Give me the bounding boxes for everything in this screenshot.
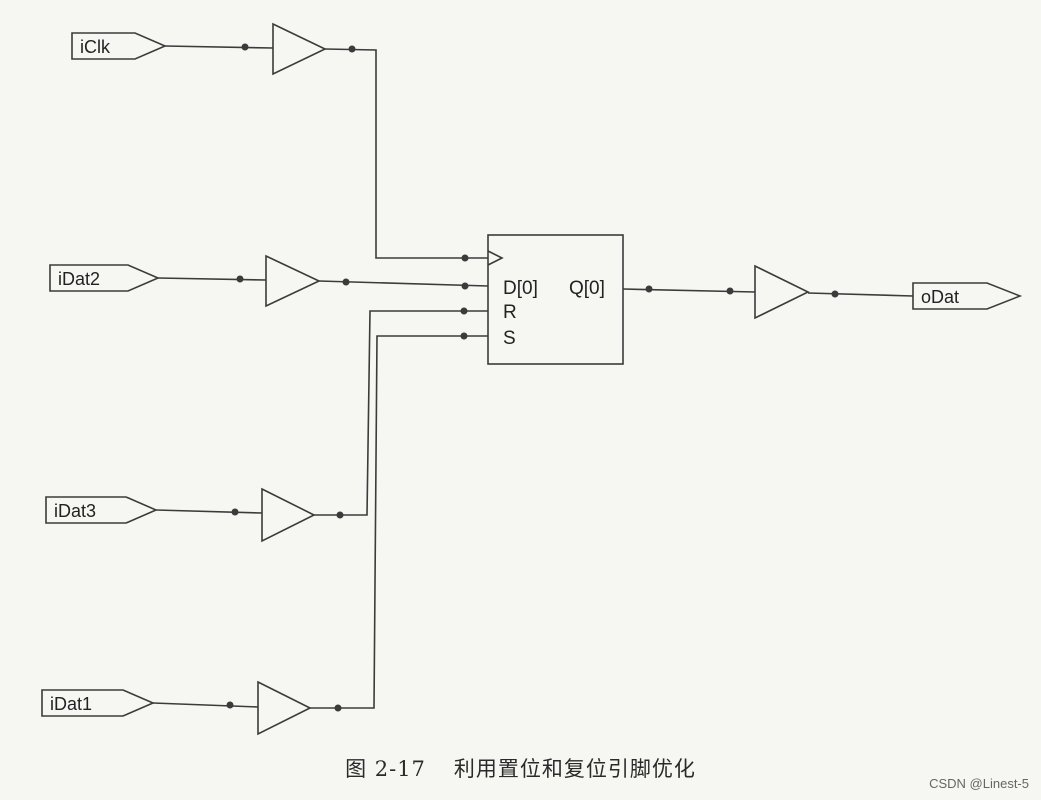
- wire: [807, 292, 914, 297]
- flip-flop-body: [487, 234, 624, 365]
- output-port-odat: [912, 282, 1023, 310]
- figure-caption: 图 2-17 利用置位和复位引脚优化: [0, 753, 1041, 783]
- junction-dot: [241, 43, 249, 51]
- figure-title: 利用置位和复位引脚优化: [453, 757, 696, 781]
- buffer-idat1: [257, 680, 312, 736]
- wire: [155, 509, 263, 514]
- schematic-diagram: iClk iDat2 iDat3 iDat1: [41, 22, 1023, 736]
- junction-dot: [831, 290, 839, 298]
- buffer-idat2: [265, 254, 321, 308]
- wire: [622, 288, 756, 293]
- pin-label-s: S: [503, 328, 516, 349]
- watermark: CSDN @Linest-5: [929, 776, 1029, 791]
- junction-dot: [460, 307, 468, 315]
- wire: [314, 310, 488, 516]
- junction-dot: [231, 508, 239, 516]
- input-port-iclk-label: iClk: [80, 37, 111, 57]
- buffer-iclk: [272, 22, 327, 76]
- buffer-odat: [754, 264, 810, 320]
- wire: [157, 277, 267, 281]
- input-port-idat3-label: iDat3: [54, 501, 96, 521]
- junction-dot: [342, 278, 350, 286]
- input-port-idat1: [41, 689, 156, 717]
- wire: [324, 48, 488, 259]
- input-port-idat1-label: iDat1: [50, 694, 92, 714]
- junction-dot: [461, 254, 469, 262]
- wire: [152, 702, 259, 708]
- junction-dot: [236, 275, 244, 283]
- pin-label-r: R: [503, 302, 517, 323]
- junction-dot: [645, 285, 653, 293]
- odat-chain: oDat: [622, 264, 1023, 320]
- figure-number: 图 2-17: [345, 757, 426, 781]
- wire: [164, 45, 274, 49]
- input-port-idat2-label: iDat2: [58, 269, 100, 289]
- flip-flop: D[0] Q[0] R S: [487, 234, 624, 365]
- junction-dot: [461, 282, 469, 290]
- pin-label-d: D[0]: [503, 278, 538, 299]
- idat2-chain: iDat2: [49, 254, 489, 308]
- junction-dot: [334, 704, 342, 712]
- junction-dot: [226, 701, 234, 709]
- output-port-odat-label: oDat: [921, 287, 959, 307]
- junction-dot: [348, 45, 356, 53]
- idat1-chain: iDat1: [41, 332, 488, 736]
- input-port-idat2: [49, 264, 161, 292]
- wire: [310, 335, 488, 709]
- pin-label-q: Q[0]: [569, 278, 605, 299]
- iclk-chain: iClk: [71, 22, 488, 262]
- clock-triangle: [487, 250, 504, 266]
- buffer-idat3: [261, 487, 316, 543]
- junction-dot: [726, 287, 734, 295]
- junction-dot: [336, 511, 344, 519]
- input-port-iclk: [71, 32, 168, 60]
- junction-dot: [460, 332, 468, 340]
- idat3-chain: iDat3: [45, 307, 488, 543]
- input-port-idat3: [45, 496, 159, 524]
